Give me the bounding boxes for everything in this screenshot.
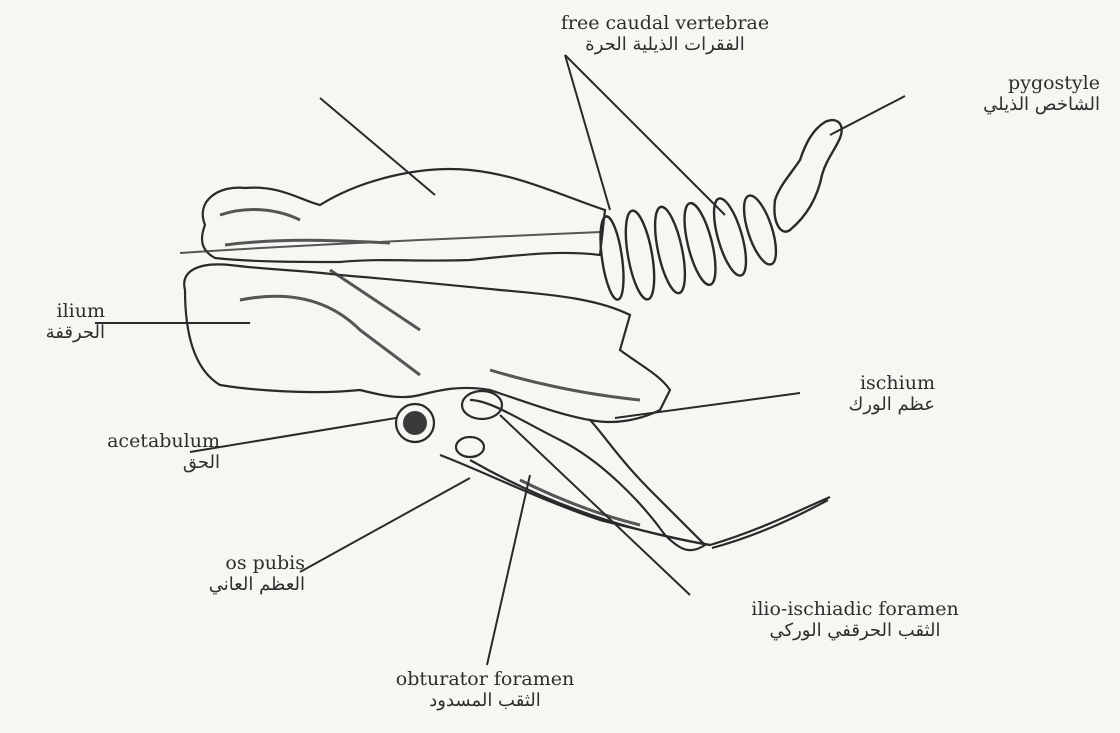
obturator-foramen-shape <box>456 437 484 457</box>
leader-acetabulum <box>190 418 396 452</box>
free-caudal-vertebrae-en: free caudal vertebrae <box>515 12 815 34</box>
leader-pygostyle <box>830 96 905 135</box>
pygostyle-label: pygostyle الشاخص الذيلي <box>900 72 1100 116</box>
leader-os-pubis <box>300 478 470 572</box>
vertebra-2 <box>620 209 659 302</box>
obturator-foramen-ar: الثقب المسدود <box>335 690 635 712</box>
pygostyle-shape <box>774 120 841 232</box>
pygostyle-ar: الشاخص الذيلي <box>900 94 1100 116</box>
obturator-foramen-label: obturator foramen الثقب المسدود <box>335 668 635 712</box>
free-caudal-vertebrae-ar: الفقرات الذيلية الحرة <box>515 34 815 56</box>
os-pubis-label: os pubis العظم العاني <box>140 552 305 596</box>
ilio-ischiadic-foramen-ar: الثقب الحرقفي الوركي <box>690 620 1020 642</box>
ilio-ischiadic-foramen-en: ilio-ischiadic foramen <box>690 598 1020 620</box>
ischium-label: ischium عظم الورك <box>795 372 935 416</box>
acetabulum-label: acetabulum الحق <box>20 430 220 474</box>
pelvic-bones <box>184 169 830 550</box>
ilio-ischiadic-foramen-label: ilio-ischiadic foramen الثقب الحرقفي الو… <box>690 598 1020 642</box>
caudal-vertebrae <box>596 192 782 301</box>
ilium-label: ilium الحرقفة <box>0 300 105 344</box>
ilium-ar: الحرقفة <box>0 322 105 344</box>
ischium-shape <box>470 400 705 550</box>
ilium-en: ilium <box>0 300 105 322</box>
ilio-ischiadic-foramen-shape <box>462 391 502 419</box>
leader-ilio-ischiadic <box>500 415 690 595</box>
vertebra-5 <box>707 195 752 279</box>
ilium-shape <box>184 264 670 422</box>
pubis-lower-edge <box>440 455 710 545</box>
vertebra-1 <box>596 215 627 301</box>
free-caudal-vertebrae-label: free caudal vertebrae الفقرات الذيلية ال… <box>515 12 815 56</box>
pygostyle-en: pygostyle <box>900 72 1100 94</box>
acetabulum-en: acetabulum <box>20 430 220 452</box>
acetabulum-shade <box>403 411 427 435</box>
ischium-ar: عظم الورك <box>795 394 935 416</box>
os-pubis-en: os pubis <box>140 552 305 574</box>
leader-ischium <box>615 393 800 418</box>
shading <box>180 210 640 525</box>
ischium-en: ischium <box>795 372 935 394</box>
leader-obturator <box>487 475 530 665</box>
acetabulum-ar: الحق <box>20 452 220 474</box>
os-pubis-ar: العظم العاني <box>140 574 305 596</box>
obturator-foramen-en: obturator foramen <box>335 668 635 690</box>
